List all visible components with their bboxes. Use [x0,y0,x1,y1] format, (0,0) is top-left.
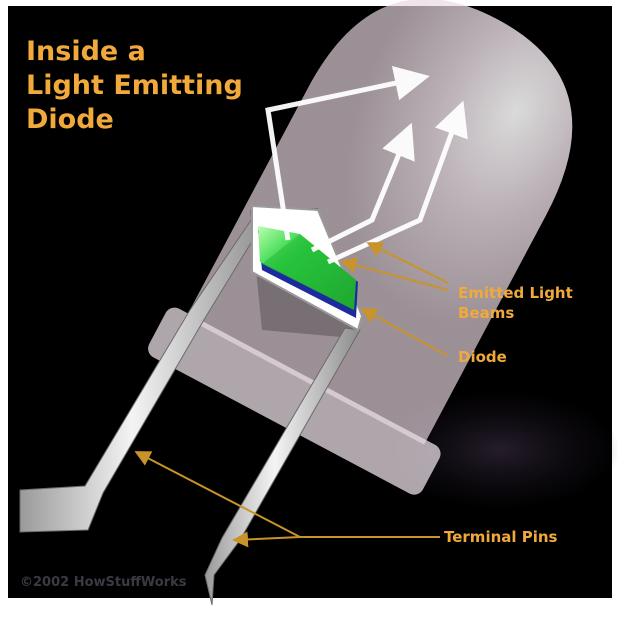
label-terminal-pins: Terminal Pins [444,528,558,546]
label-emitted-light: Emitted Light [458,284,573,302]
title-line-2: Light Emitting [26,70,243,101]
label-beams: Beams [458,304,514,322]
title-line-3: Diode [26,104,114,135]
label-diode: Diode [458,348,507,366]
title-line-1: Inside a [26,36,146,67]
copyright-text: ©2002 HowStuffWorks [20,575,187,590]
